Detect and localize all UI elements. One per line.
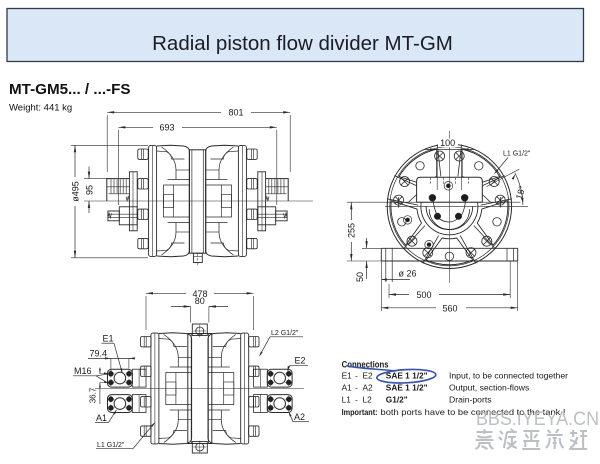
svg-text:E1: E1 [342, 370, 353, 380]
svg-text:L1 G1/2": L1 G1/2" [97, 442, 125, 449]
svg-text:A2: A2 [363, 382, 374, 392]
svg-text:L2 G1/2": L2 G1/2" [271, 330, 299, 337]
svg-text:36.7: 36.7 [89, 387, 98, 403]
svg-text:L2: L2 [363, 394, 373, 404]
svg-text:Radial piston flow divider MT-: Radial piston flow divider MT-GM [152, 32, 453, 55]
svg-text:95: 95 [84, 185, 94, 195]
svg-text:693: 693 [159, 123, 174, 133]
svg-text:Important:: Important: [342, 407, 378, 417]
svg-text:both ports have to be connecte: both ports have to be connected to the t… [381, 407, 566, 417]
svg-text:BBS.IYEYA.CN: BBS.IYEYA.CN [476, 408, 599, 430]
svg-text:500: 500 [416, 290, 431, 300]
svg-text:ø495: ø495 [70, 181, 80, 202]
svg-text:560: 560 [442, 303, 457, 313]
svg-text:G1/2": G1/2" [386, 394, 408, 404]
svg-text:-: - [355, 394, 358, 404]
svg-text:SAE 1 1/2": SAE 1 1/2" [386, 370, 428, 380]
svg-text:A2: A2 [294, 412, 305, 422]
svg-text:Connections: Connections [342, 360, 389, 370]
svg-text:Output, section-flows: Output, section-flows [449, 382, 529, 392]
svg-text:E2: E2 [295, 356, 306, 366]
svg-text:M16: M16 [74, 366, 92, 376]
svg-text:79.4: 79.4 [90, 348, 108, 358]
svg-text:A1: A1 [342, 382, 353, 392]
svg-text:E2: E2 [363, 370, 374, 380]
svg-text:Weight: 441 kg: Weight: 441 kg [9, 103, 72, 114]
svg-text:255: 255 [347, 223, 357, 238]
svg-text:-: - [355, 382, 358, 392]
svg-text:SAE 1 1/2": SAE 1 1/2" [386, 382, 428, 392]
svg-text:Drain-ports: Drain-ports [449, 394, 492, 404]
svg-text:18°: 18° [514, 184, 528, 200]
svg-text:L1: L1 [342, 394, 352, 404]
svg-text:-: - [355, 370, 358, 380]
svg-text:Input, to be connected togethe: Input, to be connected together [449, 370, 568, 380]
svg-text:50: 50 [355, 272, 365, 282]
svg-text:A1: A1 [96, 413, 107, 423]
svg-text:478: 478 [192, 289, 207, 299]
svg-text:80: 80 [195, 296, 205, 306]
svg-text:MT-GM5... / ...-FS: MT-GM5... / ...-FS [9, 81, 131, 98]
svg-text:L1 G1/2": L1 G1/2" [503, 151, 531, 158]
svg-text:E1: E1 [103, 334, 114, 344]
svg-text:ø 26: ø 26 [399, 269, 417, 279]
svg-text:100: 100 [440, 138, 455, 148]
svg-text:801: 801 [228, 108, 243, 118]
